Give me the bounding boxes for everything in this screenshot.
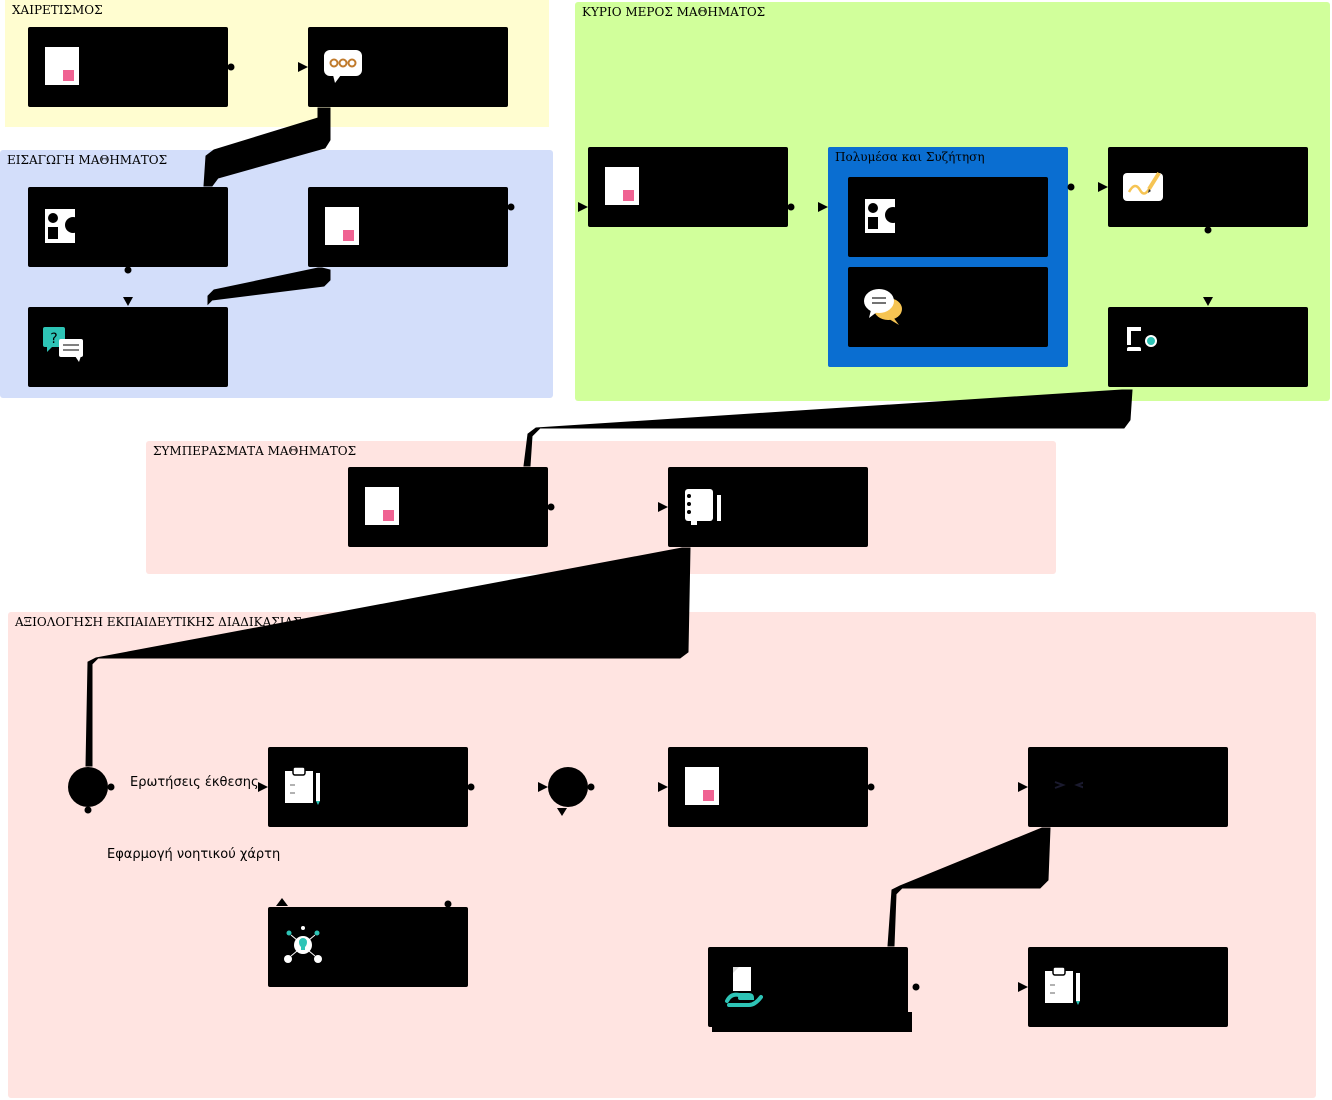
document-icon [683,765,723,807]
clipboard-icon [1043,965,1083,1007]
activity-main-document[interactable] [588,147,788,227]
shapes-icon [863,195,903,237]
activity-main-multimedia-discussion[interactable] [848,267,1048,347]
gateway-merge[interactable] [548,767,588,807]
branch-label-questions: Ερωτήσεις έκθεσης [130,775,259,790]
activity-conclusions-document[interactable] [348,467,548,547]
gateway-split[interactable] [68,767,108,807]
document-icon [603,165,643,207]
shapes-icon [43,205,83,247]
lane-main-title: ΚΥΡΙΟ ΜΕΡΟΣ ΜΑΘΗΜΑΤΟΣ [582,5,766,19]
clipboard-icon [283,765,323,807]
hand-document-icon [723,965,763,1007]
question-answer-icon: ? [43,325,83,367]
lane-conclusions: ΣΥΜΠΕΡΑΣΜΑΤΑ ΜΑΘΗΜΑΤΟΣ [146,441,1056,574]
discussion-icon [863,285,903,327]
lane-evaluation-title: ΑΞΙΟΛΟΓΗΣΗ ΕΚΠΑΙΔΕΥΤΙΚΗΣ ΔΙΑΔΙΚΑΣΙΑΣ [15,615,302,629]
lightbulb-network-icon [283,925,323,967]
lane-greeting-title: ΧΑΙΡΕΤΙΣΜΟΣ [12,3,103,17]
document-icon [323,205,363,247]
activity-intro-qa[interactable]: ? [28,307,228,387]
activity-main-multimedia-shapes[interactable] [848,177,1048,257]
document-icon [43,45,83,87]
lane-multimedia-title: Πολυμέσα και Συζήτηση [835,150,985,164]
svg-text:?: ? [50,331,57,347]
activity-evaluation-clipboard-1[interactable] [268,747,468,827]
lane-conclusions-title: ΣΥΜΠΕΡΑΣΜΑΤΑ ΜΑΘΗΜΑΤΟΣ [153,444,357,458]
activity-evaluation-hand-document[interactable] [708,947,908,1027]
pen-draw-icon [1123,165,1163,207]
chat-bubble-icon [323,45,363,87]
activity-main-pen[interactable] [1108,147,1308,227]
activity-greeting-chat[interactable] [308,27,508,107]
activity-evaluation-code[interactable] [1028,747,1228,827]
branch-label-mindmap: Εφαρμογή νοητικού χάρτη [107,847,281,862]
activity-intro-document[interactable] [308,187,508,267]
activity-evaluation-clipboard-2[interactable] [1028,947,1228,1027]
activity-evaluation-document[interactable] [668,747,868,827]
activity-evaluation-mindmap[interactable] [268,907,468,987]
document-icon [363,485,403,527]
activity-conclusions-notebook[interactable] [668,467,868,547]
puzzle-icon [1123,325,1163,367]
notebook-icon [683,485,723,527]
lane-intro-title: ΕΙΣΑΓΩΓΗ ΜΑΘΗΜΑΤΟΣ [7,153,168,167]
code-icon [1043,765,1083,807]
activity-greeting-document[interactable] [28,27,228,107]
activity-main-puzzle[interactable] [1108,307,1308,387]
activity-intro-shapes[interactable] [28,187,228,267]
